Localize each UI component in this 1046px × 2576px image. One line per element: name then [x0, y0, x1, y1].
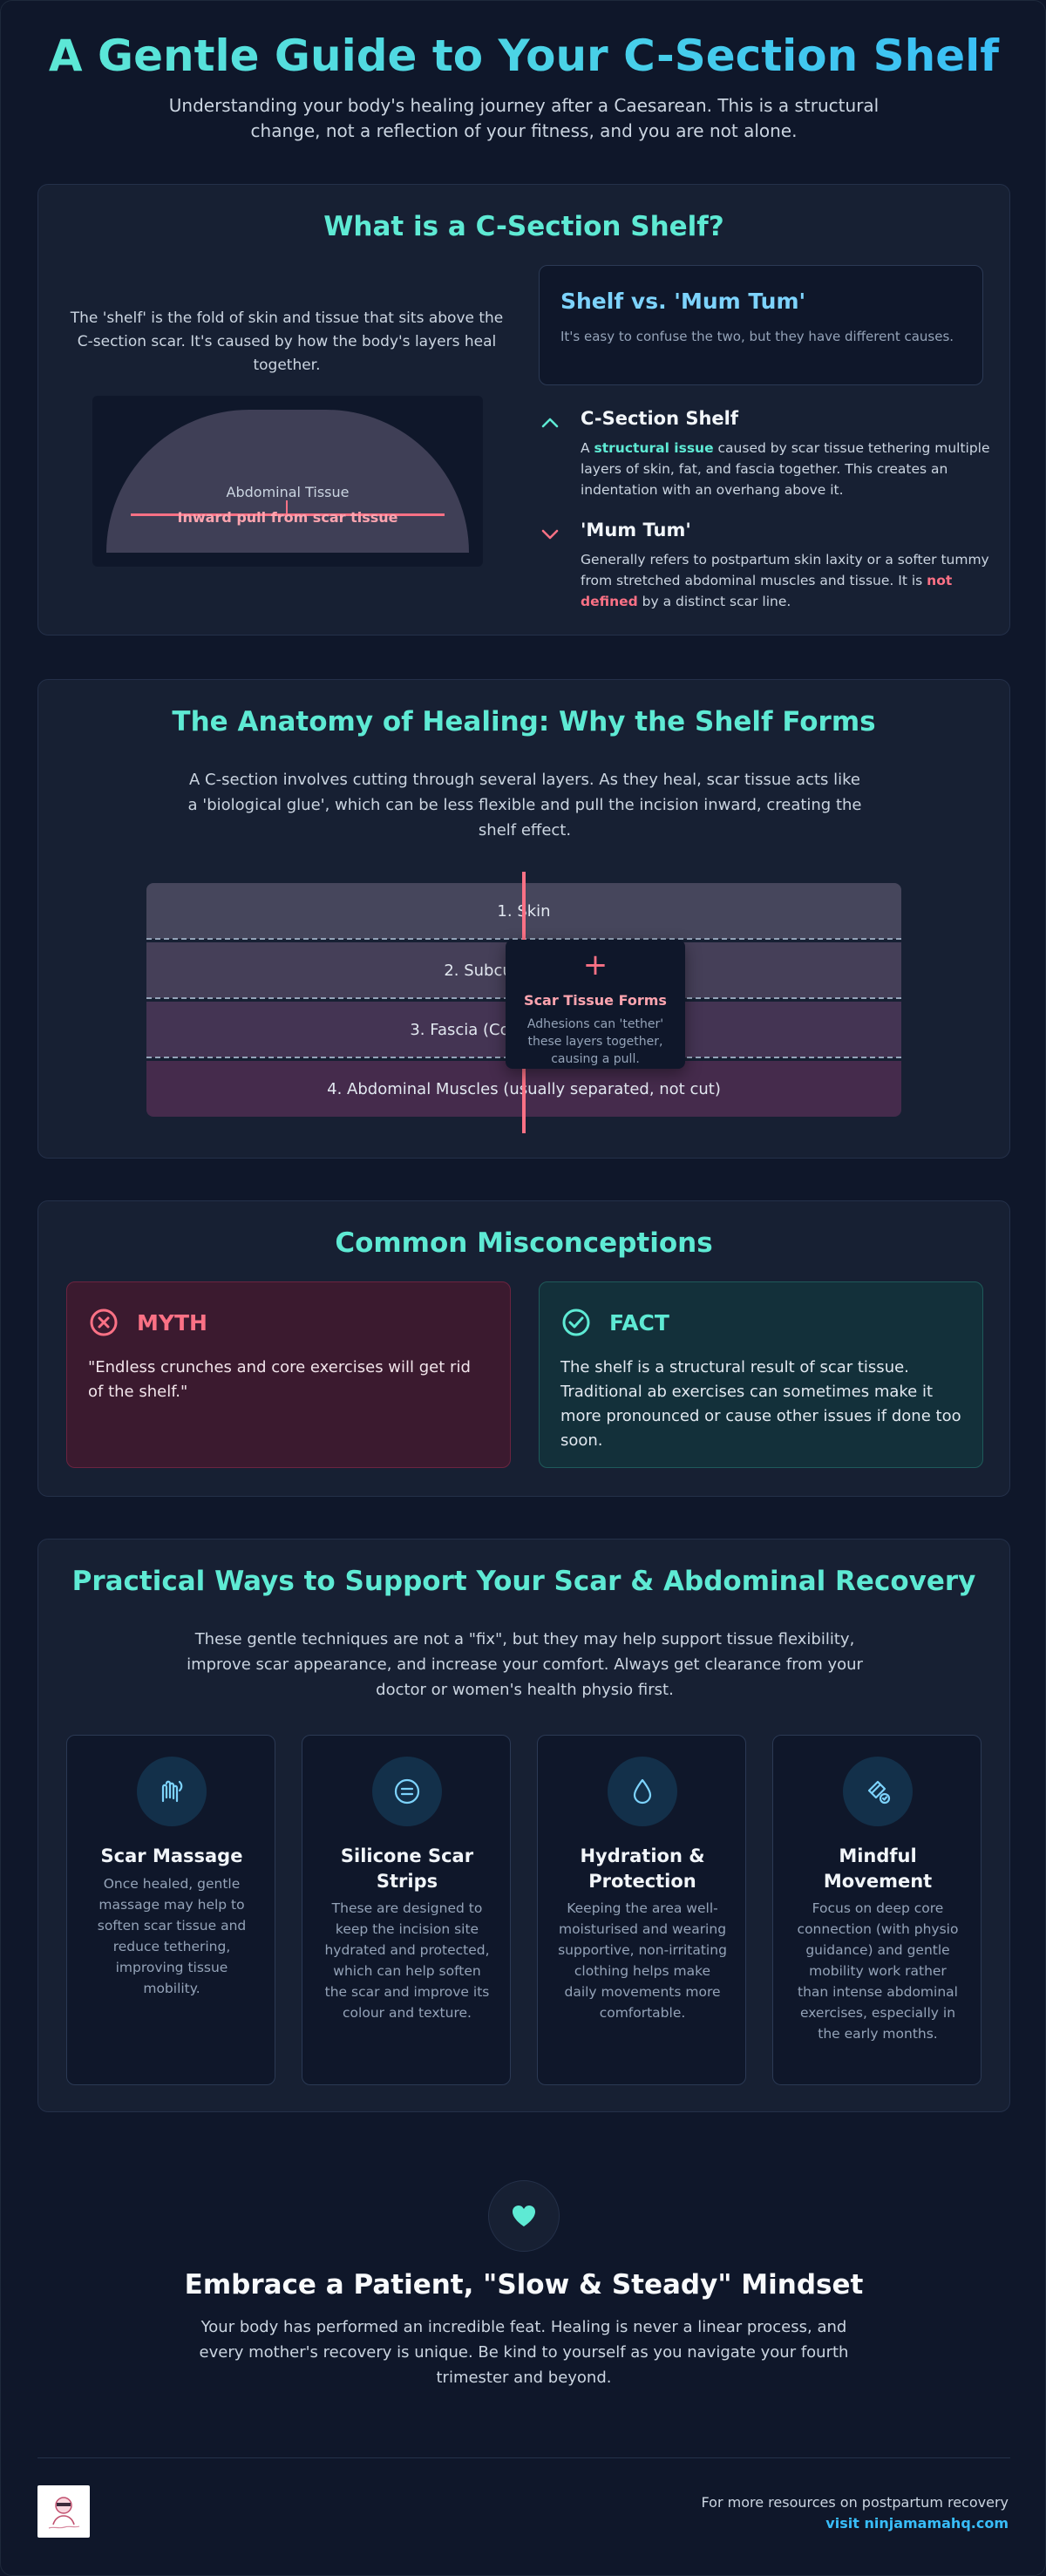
section-anatomy: The Anatomy of Healing: Why the Shelf Fo… [37, 679, 1010, 1159]
shelf-diagram: Abdominal Tissue Inward pull from scar t… [92, 396, 483, 567]
fact-label: FACT [609, 1309, 669, 1336]
not-defined-highlight: not defined [581, 573, 953, 609]
droplet-icon [608, 1757, 677, 1826]
fact-text: The shelf is a structural result of scar… [560, 1358, 961, 1450]
structural-issue-highlight: structural issue [594, 440, 714, 456]
scar-title: Scar Tissue Forms [524, 992, 667, 1009]
shelf-vs-mum-tum-card: Shelf vs. 'Mum Tum' It's easy to confuse… [539, 265, 983, 385]
check-circle-icon [562, 1308, 590, 1336]
tip-text: These are designed to keep the incision … [324, 1900, 490, 2021]
shelf-title: C-Section Shelf [581, 408, 739, 429]
practical-intro: These gentle techniques are not a "fix",… [187, 1630, 863, 1699]
scar-line [131, 513, 445, 516]
mindful-movement-icon [843, 1757, 913, 1826]
tip-title: Mindful Movement [823, 1845, 933, 1892]
section-practical: Practical Ways to Support Your Scar & Ab… [37, 1539, 1010, 2112]
tip-card-hydration: Hydration & Protection Keeping the area … [537, 1735, 746, 2085]
tip-card-mindful-movement: Mindful Movement Focus on deep core conn… [772, 1735, 981, 2085]
footer-website-link[interactable]: visit ninjamamahq.com [825, 2515, 1009, 2532]
mum-tum-text: Generally refers to postpartum skin laxi… [581, 552, 989, 609]
tip-title: Silicone Scar Strips [340, 1845, 474, 1892]
section-title: The Anatomy of Healing: Why the Shelf Fo… [172, 706, 876, 737]
myth-label: MYTH [137, 1309, 207, 1336]
footer-divider [37, 2457, 1010, 2458]
ninja-mama-logo-icon[interactable] [37, 2485, 90, 2538]
section-title: Practical Ways to Support Your Scar & Ab… [71, 1566, 976, 1597]
section-misconceptions: Common Misconceptions MYTH "Endless crun… [37, 1200, 1010, 1497]
myth-card: MYTH "Endless crunches and core exercise… [66, 1281, 511, 1468]
shelf-text: A structural issue caused by scar tissue… [581, 440, 990, 498]
tip-text: Focus on deep core connection (with phys… [797, 1900, 959, 2042]
tip-card-silicone-strips: Silicone Scar Strips These are designed … [302, 1735, 511, 2085]
vs-title: Shelf vs. 'Mum Tum' [560, 289, 806, 314]
chevron-down-icon [541, 529, 559, 540]
pull-caption: Inward pull from scar tissue [177, 509, 398, 526]
closing-title: Embrace a Patient, "Slow & Steady" Minds… [184, 2269, 864, 2301]
chevron-up-icon [541, 418, 559, 428]
strip-icon [372, 1757, 442, 1826]
tip-text: Keeping the area well-moisturised and we… [558, 1900, 727, 2021]
section-title: Common Misconceptions [335, 1227, 713, 1259]
tip-text: Once healed, gentle massage may help to … [97, 1876, 247, 1996]
vs-text: It's easy to confuse the two, but they h… [560, 329, 954, 344]
mum-tum-title: 'Mum Tum' [581, 520, 691, 540]
heart-icon [513, 2206, 535, 2226]
page-title: A Gentle Guide to Your C-Section Shelf [1, 31, 1046, 81]
shelf-definition: C-Section Shelf A structural issue cause… [539, 408, 992, 504]
scar-text: Adhesions can 'tether' these layers toge… [526, 1017, 664, 1066]
myth-text: "Endless crunches and core exercises wil… [88, 1358, 471, 1401]
section-title: What is a C-Section Shelf? [323, 211, 724, 242]
scar-tissue-card: + Scar Tissue Forms Adhesions can 'tethe… [506, 940, 685, 1069]
plus-icon: + [582, 948, 608, 982]
abdominal-dome: Abdominal Tissue Inward pull from scar t… [106, 410, 469, 553]
footer-note: For more resources on postpartum recover… [701, 2494, 1009, 2511]
anatomy-intro: A C-section involves cutting through sev… [187, 771, 862, 839]
tip-title: Scar Massage [100, 1845, 243, 1866]
tip-card-scar-massage: Scar Massage Once healed, gentle massage… [66, 1735, 275, 2085]
tissue-label: Abdominal Tissue [226, 484, 350, 500]
x-circle-icon [90, 1308, 118, 1336]
heart-badge [488, 2180, 560, 2252]
shelf-intro: The 'shelf' is the fold of skin and tiss… [70, 309, 504, 374]
closing-text: Your body has performed an incredible fe… [199, 2318, 849, 2387]
tip-title: Hydration & Protection [580, 1845, 705, 1892]
pull-arrow [286, 500, 288, 513]
page-subtitle: Understanding your body's healing journe… [168, 95, 880, 141]
mum-tum-definition: 'Mum Tum' Generally refers to postpartum… [539, 520, 992, 615]
section-what-is: What is a C-Section Shelf? The 'shelf' i… [37, 184, 1010, 636]
fact-card: FACT The shelf is a structural result of… [539, 1281, 983, 1468]
massage-hand-icon [137, 1757, 207, 1826]
